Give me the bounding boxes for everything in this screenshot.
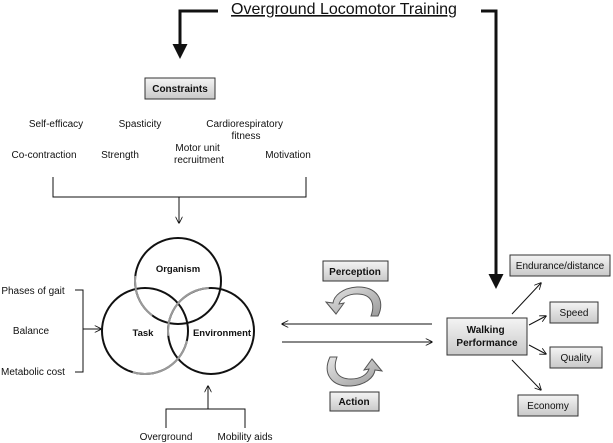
outcome-endurance-box: Endurance/distance: [509, 254, 611, 277]
outcome-quality-box: Quality: [549, 346, 603, 369]
constraint-motivation: Motivation: [265, 150, 311, 161]
outcome-economy-label: Economy: [527, 401, 569, 412]
constraint-cardiorespiratory-fitness: Cardiorespiratory fitness: [206, 119, 285, 142]
organism-overlap-arc: [134, 237, 222, 325]
title-to-walking-performance-arrow: [481, 9, 504, 289]
environment-input-overground: Overground: [140, 432, 193, 443]
task-input-phases-of-gait: Phases of gait: [1, 286, 65, 297]
to-economy-arrow: [511, 359, 541, 390]
environment-overlap-arc: [167, 287, 255, 375]
outcome-speed-label: Speed: [560, 308, 589, 319]
constraints-bracket: [52, 177, 307, 198]
environment-input-mobility-aids: Mobility aids: [217, 432, 272, 443]
to-quality-arrow: [528, 344, 546, 354]
diagram-title: Overground Locomotor Training: [231, 1, 457, 18]
action-label: Action: [338, 397, 369, 408]
venn-environment-label: Environment: [193, 328, 252, 339]
environment-inputs-bracket: [165, 408, 246, 428]
constraints-box: Constraints: [144, 77, 216, 100]
title-to-constraints-arrow: [172, 9, 218, 59]
outcome-economy-box: Economy: [517, 394, 579, 417]
perception-label: Perception: [329, 267, 381, 278]
task-overlap-arc: [101, 287, 189, 375]
walking-performance-box: Walking Performance: [446, 317, 528, 356]
task-input-balance: Balance: [13, 326, 50, 337]
perception-cycle-arrow: [324, 286, 382, 317]
to-speed-arrow: [528, 316, 546, 326]
outcome-endurance-label: Endurance/distance: [516, 261, 605, 272]
task-inputs-bracket: [75, 289, 84, 373]
venn-diagram: Organism Task Environment: [101, 237, 255, 375]
constraints-heading: Constraints: [152, 84, 208, 95]
constraint-co-contraction: Co-contraction: [11, 150, 76, 161]
constraint-strength: Strength: [101, 150, 139, 161]
action-cycle-arrow: [326, 356, 384, 387]
walking-performance-label: Walking Performance: [456, 325, 518, 349]
constraint-self-efficacy: Self-efficacy: [29, 119, 83, 130]
constraint-spasticity: Spasticity: [119, 119, 162, 130]
constraint-motor-unit-recruitment: Motor unit recruitment: [174, 143, 224, 166]
task-input-metabolic-cost: Metabolic cost: [1, 367, 65, 378]
to-endurance-arrow: [511, 283, 541, 315]
perception-box: Perception: [322, 260, 389, 282]
venn-task-label: Task: [133, 328, 155, 339]
outcome-speed-box: Speed: [549, 301, 599, 324]
action-box: Action: [329, 391, 380, 412]
venn-organism-label: Organism: [156, 264, 200, 275]
outcome-quality-label: Quality: [560, 353, 591, 364]
